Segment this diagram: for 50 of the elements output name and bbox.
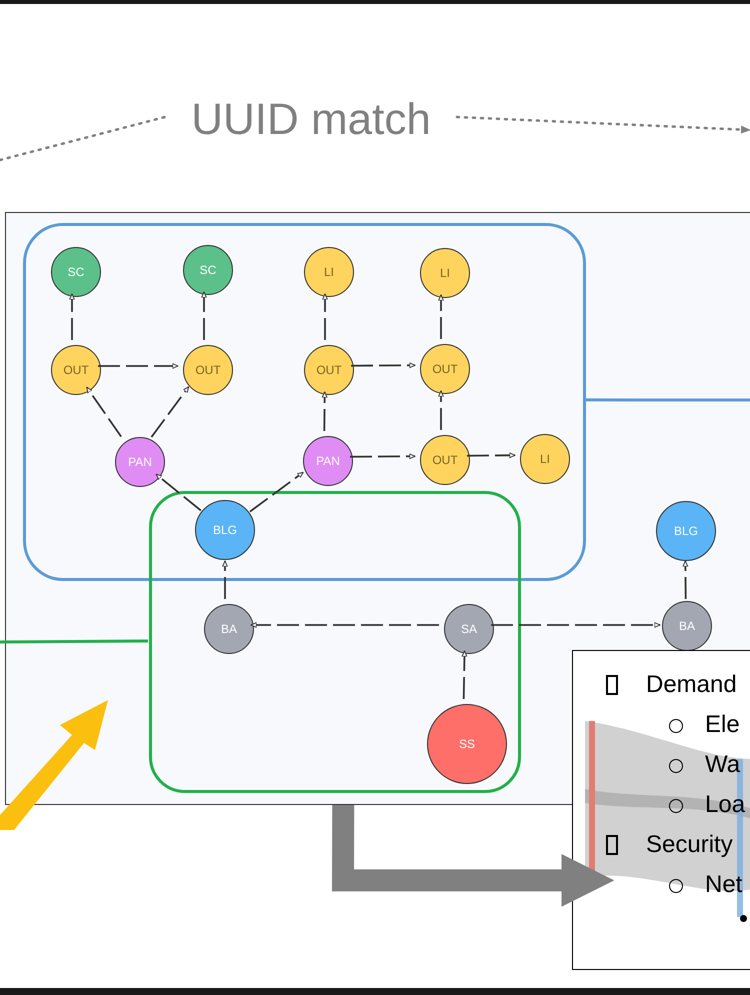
connector-line: [0, 116, 166, 162]
arrow: [86, 386, 122, 438]
list-item-text: Wa: [705, 750, 740, 780]
node-label: SA: [460, 623, 477, 635]
arrow: [456, 116, 750, 134]
arrow: [249, 472, 304, 512]
arrow: [438, 390, 444, 430]
arrow: [682, 560, 688, 599]
list-item-text: Security: [646, 830, 733, 860]
match-label: UUID match: [191, 98, 431, 142]
connector-line: [585, 398, 750, 402]
arrow: [467, 452, 516, 458]
group-box: [23, 223, 586, 581]
list-item-text: Ele: [705, 710, 740, 740]
node-label: SC: [200, 264, 216, 276]
node-label: LI: [324, 266, 334, 278]
node-label: BLG: [212, 524, 237, 536]
list-item-text: Loa: [705, 790, 746, 820]
node-label: PAN: [128, 456, 152, 468]
node-label: OUT: [432, 454, 458, 466]
node-label: LI: [440, 267, 450, 279]
node-label: PAN: [316, 455, 340, 467]
arrow: [322, 294, 328, 340]
arrow: [250, 622, 439, 628]
arrow: [462, 650, 468, 700]
node-label: OUT: [316, 364, 342, 376]
node-label: BLG: [674, 525, 698, 537]
list-item-text: Net: [705, 870, 742, 900]
node-label: OUT: [195, 364, 221, 376]
node-label: BA: [220, 623, 237, 635]
node-label: OUT: [63, 364, 89, 376]
node-label: SC: [68, 266, 84, 278]
node-label: SS: [458, 738, 475, 750]
arrow: [150, 386, 190, 438]
arrow: [350, 453, 416, 460]
arrow: [322, 392, 328, 431]
node-label: LI: [540, 453, 550, 465]
list-item-text: Demand: [646, 670, 737, 700]
arrow: [222, 560, 228, 599]
node-label: BA: [678, 620, 695, 632]
arrow: [438, 294, 444, 339]
arrow: [69, 294, 75, 340]
arrow: [201, 292, 207, 340]
arrow: [98, 363, 178, 369]
arrow: [351, 362, 416, 368]
arrow: [491, 622, 660, 628]
node-label: OUT: [432, 363, 458, 375]
connector-line: [0, 640, 148, 644]
arrow: [156, 474, 202, 512]
bullet-list-panel: [572, 650, 750, 970]
